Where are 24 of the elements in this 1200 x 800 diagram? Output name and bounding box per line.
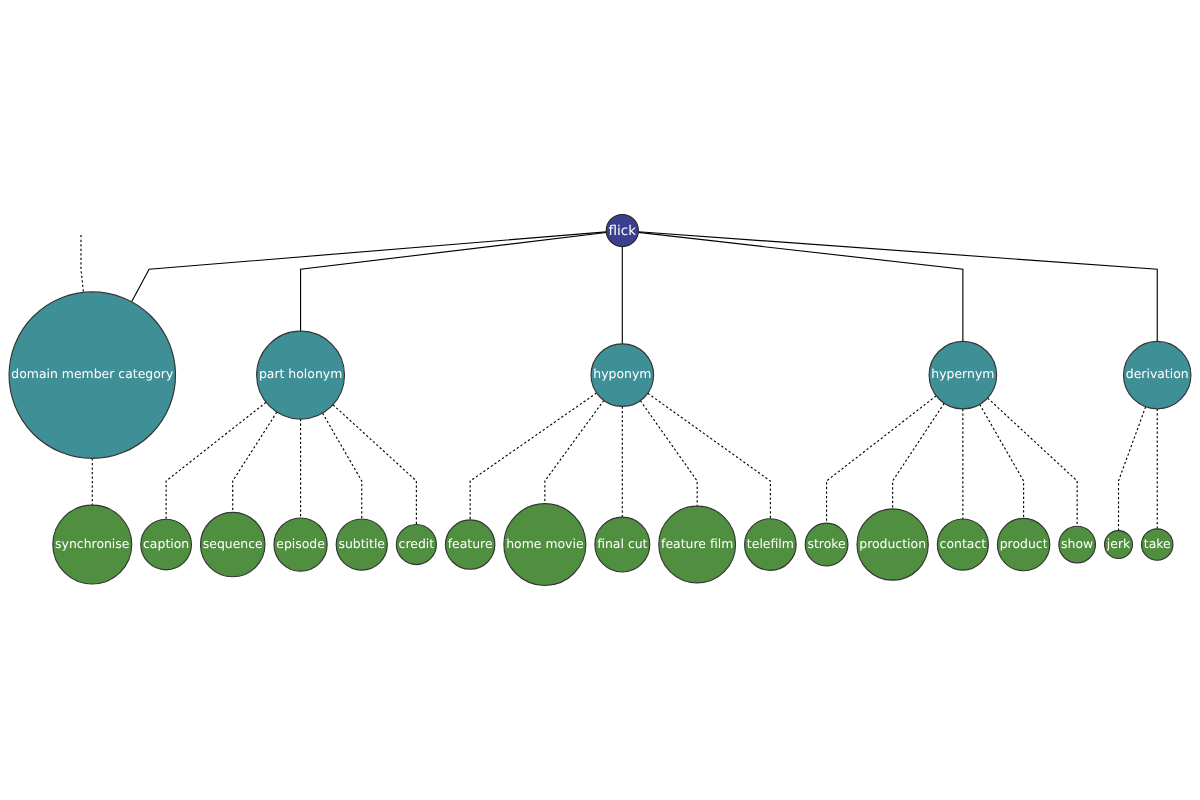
connector <box>91 457 93 506</box>
connector <box>469 392 598 521</box>
connector <box>892 402 945 510</box>
connector <box>979 403 1025 519</box>
connector <box>165 401 267 520</box>
connector <box>300 418 302 519</box>
connector <box>332 404 417 526</box>
connector <box>131 231 607 303</box>
connector <box>987 397 1078 527</box>
connector <box>544 399 605 505</box>
connector <box>647 392 771 520</box>
connector <box>826 395 937 524</box>
connector <box>232 411 278 513</box>
connector <box>621 246 623 345</box>
connector <box>637 231 1158 342</box>
connector <box>637 231 964 342</box>
connector <box>300 231 607 332</box>
connector <box>322 412 363 520</box>
connector <box>1156 408 1158 530</box>
connector <box>962 408 964 520</box>
connector <box>639 400 698 507</box>
connector <box>1117 406 1147 532</box>
connector <box>80 234 84 293</box>
connector <box>621 405 623 518</box>
